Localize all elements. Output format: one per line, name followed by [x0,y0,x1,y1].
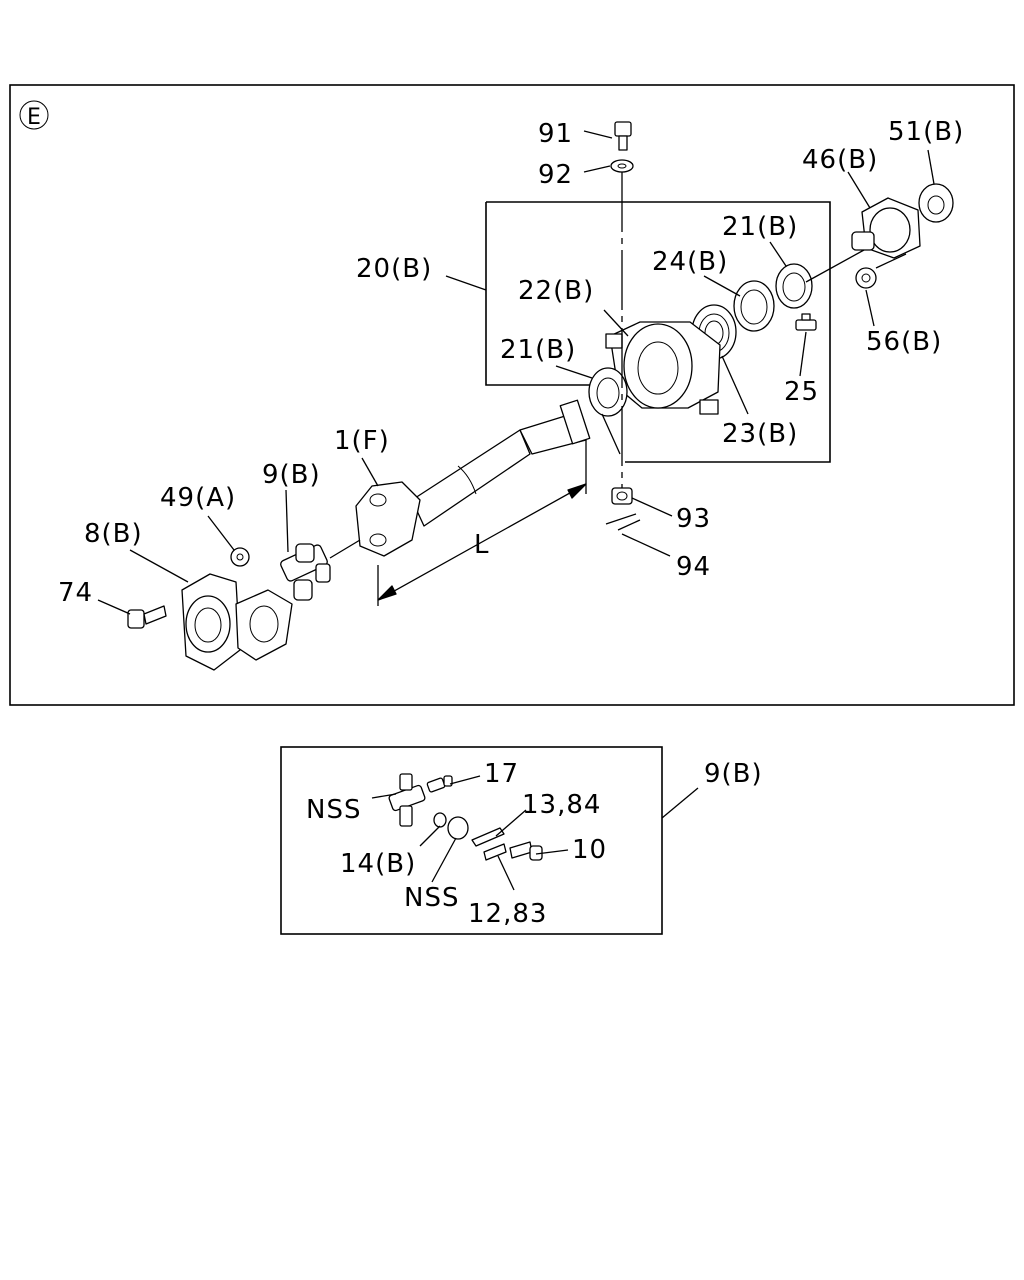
label-22b: 22(B) [518,276,594,306]
label-detail-9b: 9(B) [704,759,763,789]
section-marker-letter: E [27,105,41,130]
spider-cross [388,773,426,827]
main-diagram-frame [9,84,1015,706]
clip-94 [605,513,641,531]
label-25: 25 [784,377,819,407]
label-nss-top: NSS [306,795,361,825]
housing-22b [605,321,721,415]
label-21b-top: 21(B) [722,212,798,242]
bearing-cup [447,816,469,840]
seal-14b [433,812,447,828]
label-13-84: 13,84 [522,790,601,820]
label-49a: 49(A) [160,483,236,513]
nut-49a [230,547,250,567]
flange-yoke-8b [181,573,293,671]
label-24b: 24(B) [652,247,728,277]
label-94: 94 [676,552,711,582]
seal-21b-left [588,367,628,417]
bolt-10 [509,841,543,861]
length-dimension [377,440,587,606]
label-9b: 9(B) [262,460,321,490]
label-46b: 46(B) [802,145,878,175]
label-56b: 56(B) [866,327,942,357]
plate-12-83 [483,843,507,861]
label-17: 17 [484,759,519,789]
section-marker: E [19,100,49,130]
label-21b-left: 21(B) [500,335,576,365]
propeller-shaft-1f [355,399,591,557]
grease-nipple-25 [795,313,817,331]
detail-diagram-frame [280,746,663,935]
label-74: 74 [58,578,93,608]
bolt-74 [127,605,167,629]
bolt-91 [614,121,632,151]
flange-46b [851,197,921,259]
plate-13-84 [471,827,505,847]
label-14b: 14(B) [340,849,416,879]
label-8b: 8(B) [84,519,143,549]
collar-24b [733,280,775,332]
label-nss-bottom: NSS [404,883,459,913]
seal-21b-top [775,263,813,309]
label-12-83: 12,83 [468,899,547,929]
nut-56b [855,267,877,289]
label-1f: 1(F) [334,426,390,456]
grease-fitting-17 [426,775,453,793]
nut-51b [918,183,954,223]
label-93: 93 [676,504,711,534]
label-92: 92 [538,160,573,190]
universal-joint-9b [280,543,331,601]
label-91: 91 [538,119,573,149]
washer-92 [610,159,634,173]
label-23b: 23(B) [722,419,798,449]
nut-93 [611,487,633,505]
label-dim-L: L [474,530,490,560]
label-10: 10 [572,835,607,865]
label-20b: 20(B) [356,254,432,284]
center-bearing-box [485,201,831,463]
label-51b: 51(B) [888,117,964,147]
